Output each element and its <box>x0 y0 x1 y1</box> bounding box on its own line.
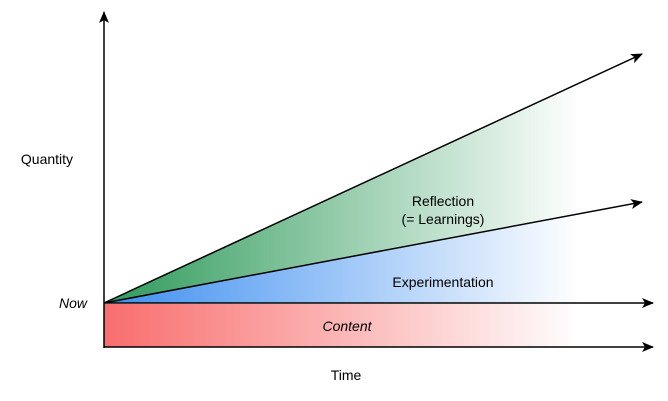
experimentation-upper-arrow <box>103 199 643 304</box>
reflection-upper-arrow <box>103 53 643 304</box>
now-label: Now <box>59 295 88 311</box>
x-axis-label: Time <box>331 367 362 383</box>
reflection-label: Reflection <box>412 193 474 209</box>
reflection-sublabel: (= Learnings) <box>402 211 485 227</box>
content-region <box>104 304 650 347</box>
experimentation-label: Experimentation <box>392 274 493 290</box>
y-axis-label: Quantity <box>21 151 73 167</box>
content-label: Content <box>322 318 372 334</box>
